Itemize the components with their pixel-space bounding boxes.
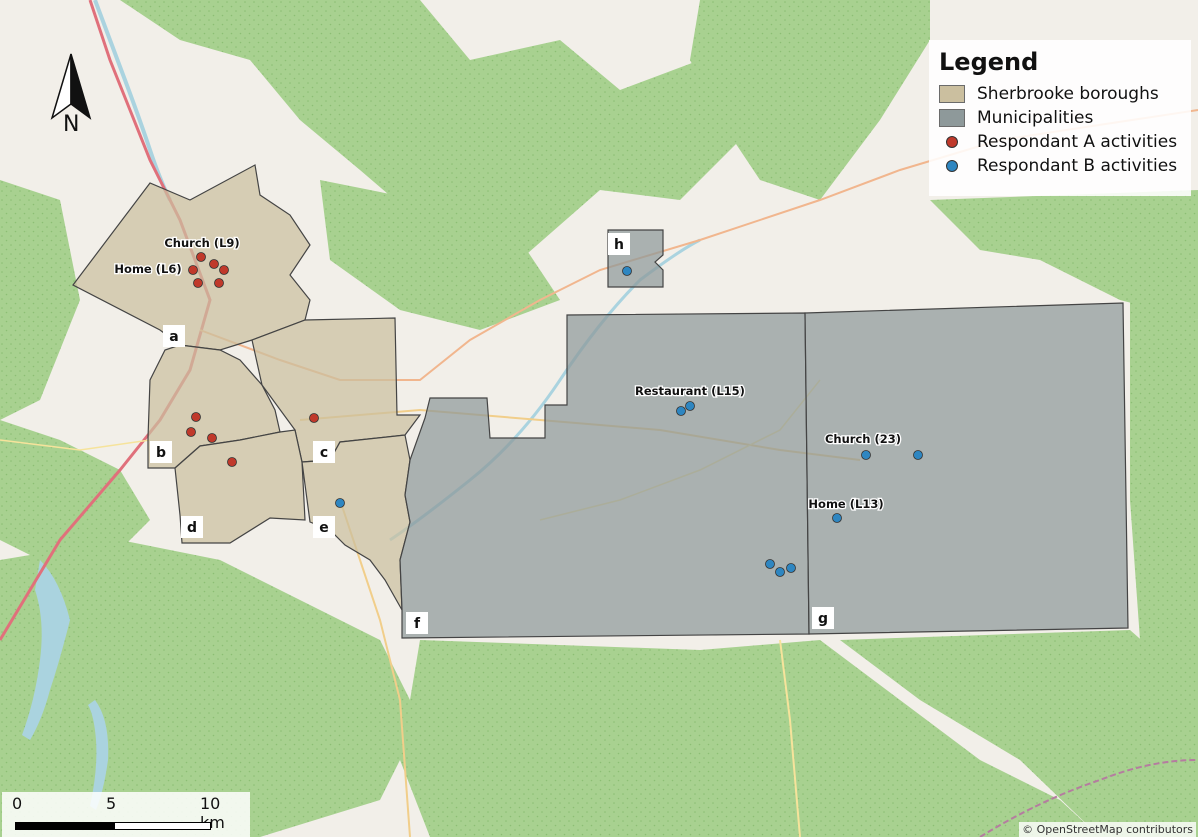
region-label-f: f [414,616,421,632]
respondant-a-point [196,252,206,262]
respondant-a-point [309,413,319,423]
legend-label: Municipalities [977,108,1094,128]
region-label-a: a [169,329,178,345]
annotation-church-b: Church (23) [825,432,901,446]
region-label-d: d [187,520,197,536]
annotation-home-b: Home (L13) [808,497,883,511]
respondant-a-point [186,427,196,437]
blue-dot-icon [946,160,958,172]
municipality-g-polygon [804,302,1129,635]
respondant-b-point [913,450,923,460]
annotation-home-a: Home (L6) [114,262,181,276]
legend-item-respondant-a: Respondant A activities [939,130,1181,154]
legend-item-municipalities: Municipalities [939,106,1181,130]
legend-title: Legend [939,48,1039,76]
respondant-a-points [186,252,319,467]
red-dot-icon [946,136,958,148]
scale-label-5: 5 [106,794,117,813]
municipality-swatch-icon [939,109,965,127]
respondant-a-point [219,265,229,275]
respondant-b-point [335,498,345,508]
region-label-h: h [614,237,624,253]
scale-bar: 0 5 10 km [2,792,250,837]
respondant-b-points [335,266,923,577]
legend: Legend Sherbrooke boroughs Municipalitie… [929,40,1191,196]
region-label-e: e [319,520,329,536]
respondant-b-point [861,450,871,460]
respondant-b-point [676,406,686,416]
respondant-b-point [685,401,695,411]
respondant-a-point [193,278,203,288]
scale-label-0: 0 [12,794,23,813]
annotation-church-a: Church (L9) [164,236,239,250]
respondant-a-point [191,412,201,422]
respondant-a-point [188,265,198,275]
north-arrow-icon [50,53,92,120]
legend-label: Sherbrooke boroughs [977,84,1159,104]
respondant-a-point [227,457,237,467]
respondant-b-point [832,513,842,523]
map-attribution[interactable]: © OpenStreetMap contributors [1019,822,1196,837]
respondant-a-point [214,278,224,288]
legend-item-sherbrooke-boroughs: Sherbrooke boroughs [939,82,1181,106]
legend-label: Respondant A activities [977,132,1178,152]
legend-item-respondant-b: Respondant B activities [939,154,1181,178]
scale-segment-white [114,822,211,830]
respondant-b-point [765,559,775,569]
annotation-restaurant-b: Restaurant (L15) [635,384,745,398]
respondant-b-point [775,567,785,577]
borough-polygons [72,164,422,611]
borough-d-polygon [174,429,306,544]
respondant-a-point [209,259,219,269]
north-label: N [63,112,80,137]
respondant-b-point [622,266,632,276]
region-label-c: c [320,445,328,461]
region-label-b: b [156,445,166,461]
borough-swatch-icon [939,85,965,103]
respondant-b-point [786,563,796,573]
region-label-g: g [818,611,828,627]
scale-segment-black [15,822,114,830]
respondant-a-point [207,433,217,443]
legend-label: Respondant B activities [977,156,1178,176]
